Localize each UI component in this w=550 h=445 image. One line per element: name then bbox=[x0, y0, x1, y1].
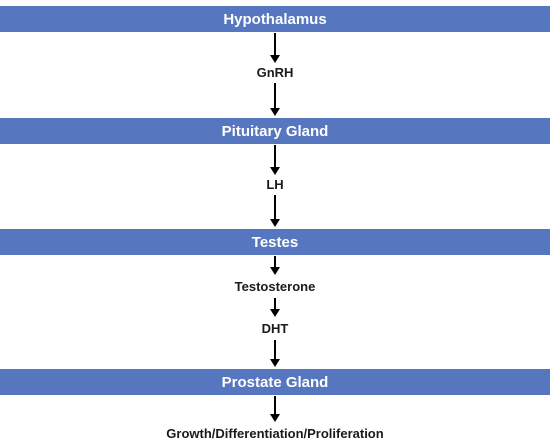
down-arrow-icon bbox=[270, 396, 280, 422]
organ-label: Hypothalamus bbox=[223, 10, 327, 28]
organ-label: Testes bbox=[251, 233, 299, 251]
organ-bar-prostate-gland: Prostate Gland bbox=[0, 369, 550, 395]
down-arrow-icon bbox=[270, 145, 280, 175]
hormone-label-dht: DHT bbox=[261, 321, 289, 336]
hormone-label-lh: LH bbox=[266, 177, 284, 192]
down-arrow-icon bbox=[270, 256, 280, 275]
organ-bar-pituitary-gland: Pituitary Gland bbox=[0, 118, 550, 144]
organ-label: Prostate Gland bbox=[221, 373, 329, 391]
outcome-label: Growth/Differentiation/Proliferation bbox=[166, 426, 384, 441]
down-arrow-icon bbox=[270, 195, 280, 227]
organ-label: Pituitary Gland bbox=[221, 122, 329, 140]
down-arrow-icon bbox=[270, 83, 280, 116]
organ-bar-hypothalamus: Hypothalamus bbox=[0, 6, 550, 32]
organ-bar-testes: Testes bbox=[0, 229, 550, 255]
hormone-label-gnrh: GnRH bbox=[256, 65, 294, 80]
down-arrow-icon bbox=[270, 298, 280, 317]
hormone-label-testosterone: Testosterone bbox=[234, 279, 316, 294]
down-arrow-icon bbox=[270, 33, 280, 63]
down-arrow-icon bbox=[270, 340, 280, 367]
